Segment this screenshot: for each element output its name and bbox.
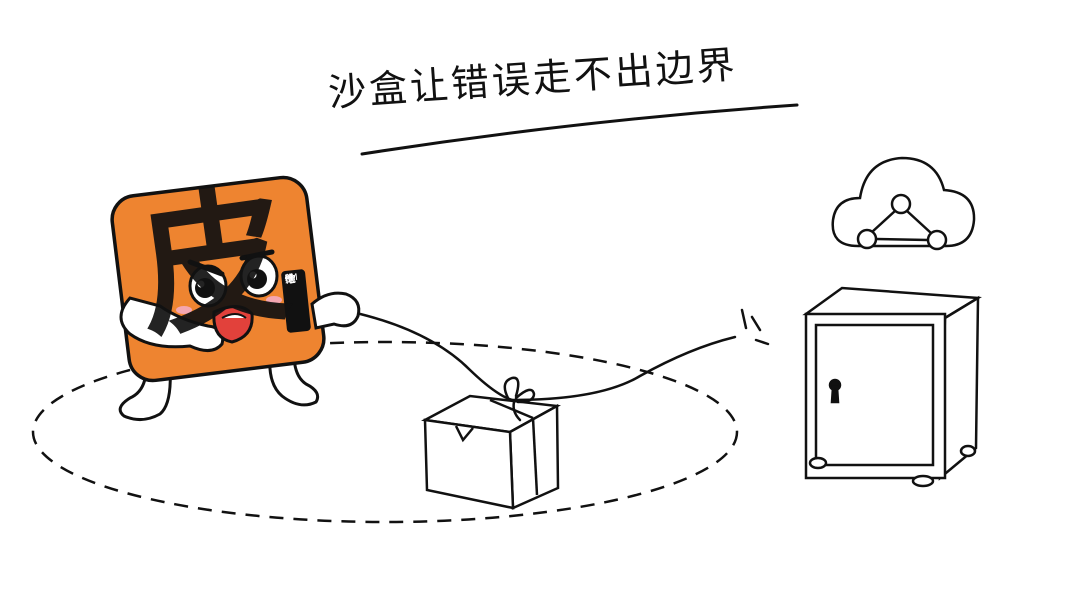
mascot-left-arm [119,296,225,352]
box-icon [421,394,562,510]
cloud-network-icon [831,156,976,251]
motion-lines [740,308,770,346]
mascot [110,175,361,421]
rope [350,310,737,422]
title-underline [360,103,799,156]
mascot-right-leg [268,352,320,407]
sandbox-boundary [31,340,739,524]
mascot-right-arm [310,291,361,330]
badge-line-4: 命 [284,272,297,287]
mascot-badge [281,269,311,333]
safe-icon [802,286,982,488]
